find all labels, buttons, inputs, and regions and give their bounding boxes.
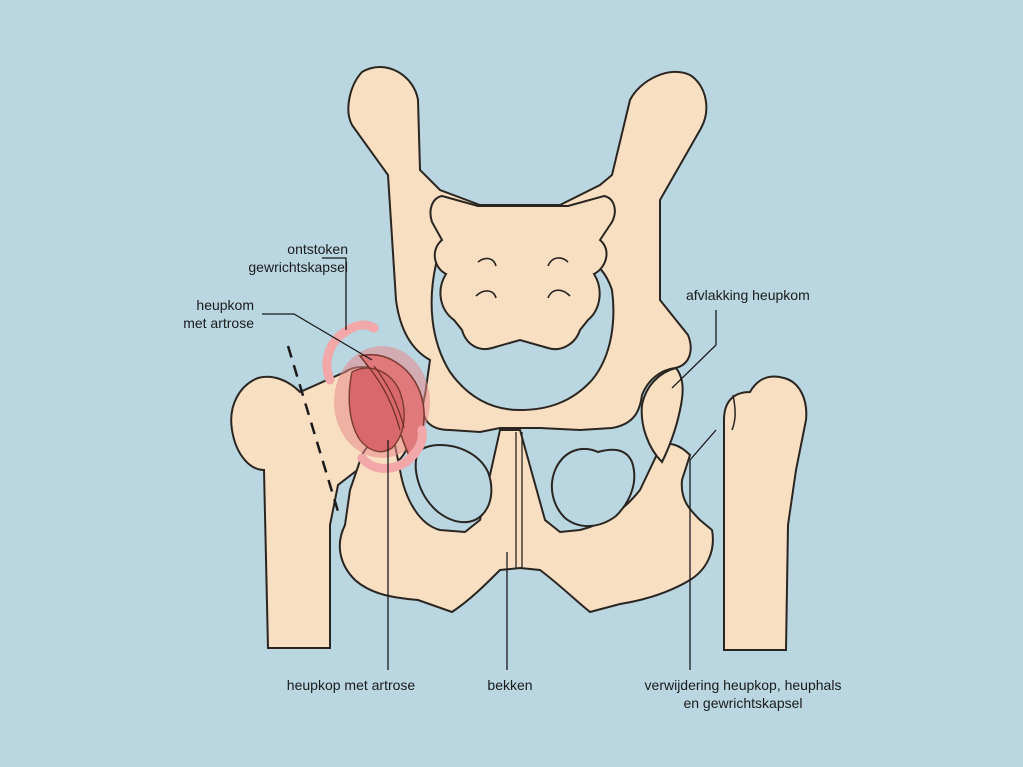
left-obturator-foramen [414, 443, 493, 524]
label-ontstoken-line2: gewrichtskapsel [248, 259, 348, 275]
sacral-mark-left-2 [475, 290, 497, 299]
pelvis [338, 66, 714, 614]
pubis-ischium [338, 429, 714, 614]
leader-ontstoken [322, 257, 347, 330]
joint-crack-2 [373, 365, 405, 429]
sacral-mark-right [547, 257, 569, 267]
label-verwijdering-line1: verwijdering heupkop, heuphals [644, 677, 842, 693]
right-obturator-foramen [550, 448, 636, 527]
leader-lines [262, 257, 717, 670]
leader-afvlakking [671, 310, 717, 389]
right-femur-ridge [731, 394, 736, 431]
label-ontstoken-capsule: ontstoken gewrichtskapsel [196, 240, 348, 276]
label-ontstoken-line1: ontstoken [287, 241, 348, 257]
capsule-arc-bottom [357, 425, 427, 473]
label-heupkop-artrose: heupkop met artrose [286, 677, 416, 693]
capsule-arc-top [322, 320, 379, 385]
sacral-mark-left [477, 257, 497, 267]
right-femur [723, 375, 808, 651]
label-verwijdering: verwijdering heupkop, heuphals en gewric… [618, 676, 868, 712]
pubic-symphysis [515, 432, 523, 568]
label-heupkom-line2: met artrose [183, 315, 254, 331]
joint-crack-1 [365, 363, 401, 431]
sacrum [429, 194, 616, 350]
label-verwijdering-line2: en gewrichtskapsel [683, 695, 803, 711]
inflamed-hip-joint [322, 320, 430, 473]
label-bekken: bekken [487, 677, 533, 693]
leader-heupkom [262, 313, 373, 361]
right-femur-shaft [723, 375, 808, 651]
label-afvlakking: afvlakking heupkom [686, 287, 810, 303]
flattened-acetabulum [640, 366, 684, 464]
label-heupkom-line1: heupkom [196, 297, 254, 313]
sacral-mark-right-2 [547, 289, 571, 299]
resection-line [286, 345, 342, 519]
leader-verwijdering [689, 429, 717, 670]
arthritic-femoral-head [348, 367, 405, 453]
label-heupkom-artrose: heupkom met artrose [150, 296, 254, 332]
